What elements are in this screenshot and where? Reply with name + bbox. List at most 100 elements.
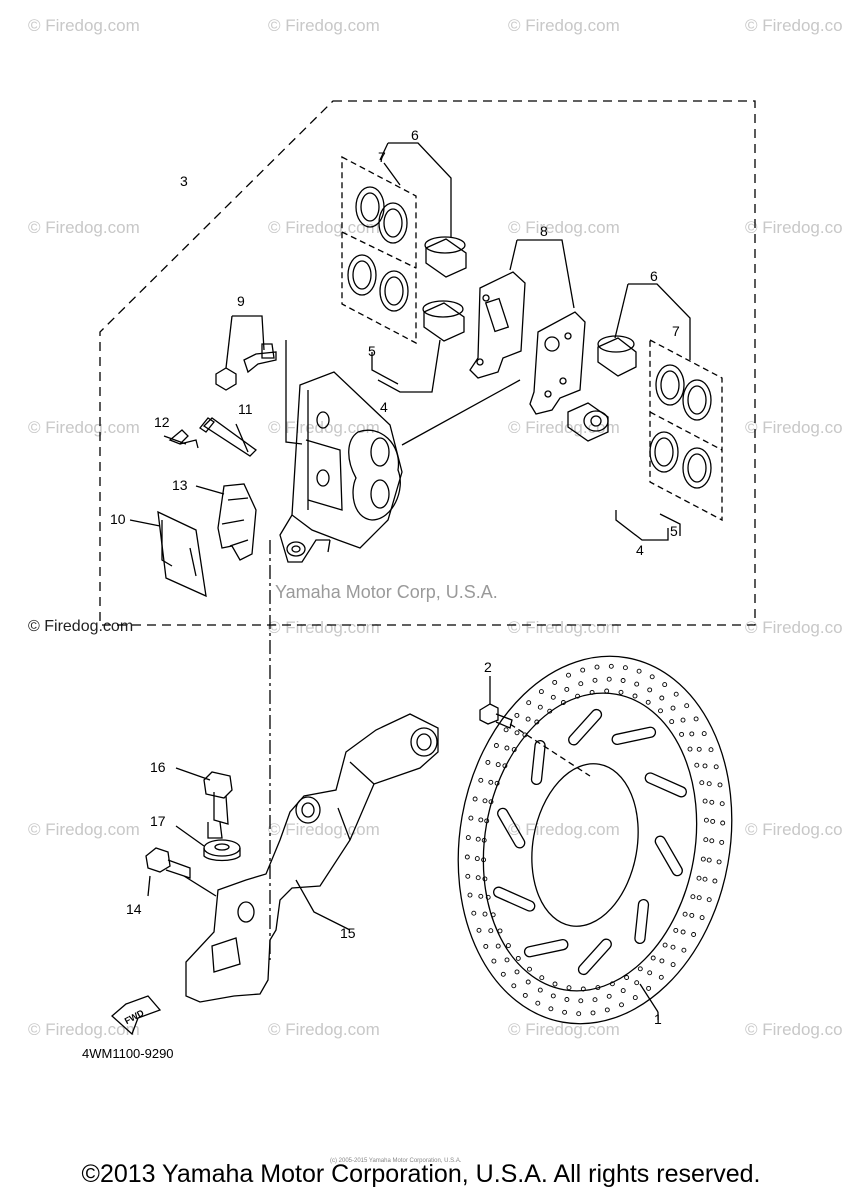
disc-hole: [467, 892, 473, 898]
disc-hole: [552, 981, 558, 987]
disc-hole: [700, 856, 706, 862]
callout-15: 15: [340, 925, 356, 941]
callout-11: 11: [238, 401, 253, 417]
watermark: © Firedog.com: [28, 218, 140, 237]
disc-hole: [490, 912, 496, 918]
disc-hole: [511, 983, 517, 989]
disc-hole: [494, 780, 500, 786]
disc-hole: [646, 985, 652, 991]
disc-hole: [609, 981, 615, 987]
fwd-arrow-icon: [111, 995, 162, 1036]
disc-hole: [474, 856, 480, 862]
disc-slot: [634, 898, 650, 945]
disc-hole: [495, 762, 501, 768]
disc-hole: [716, 859, 722, 865]
disc-hole: [592, 997, 598, 1003]
disc-hole: [535, 1000, 541, 1006]
disc-hole: [514, 712, 520, 718]
disc-hole: [624, 975, 630, 980]
disc-hole: [468, 815, 474, 821]
piston-left: [422, 236, 467, 342]
disc-hole: [475, 836, 481, 842]
disc-hole: [594, 664, 600, 670]
callout-10: 10: [110, 511, 126, 527]
disc-hole: [522, 732, 528, 738]
disc-hole: [632, 995, 638, 1001]
disc-hole: [525, 979, 531, 985]
disc-hole: [681, 947, 687, 953]
disc-hole: [566, 672, 571, 678]
brake-pad-left: [469, 271, 526, 379]
watermark: © Firedog.com: [268, 16, 380, 35]
disc-hole: [620, 988, 626, 994]
disc-hole: [511, 747, 517, 753]
piston-seal-right: [649, 364, 712, 489]
disc-hole: [701, 731, 707, 737]
callout-7a: 7: [378, 149, 386, 165]
disc-hole: [647, 687, 653, 693]
callout-6b: 6: [650, 268, 658, 284]
disc-hole: [475, 875, 481, 881]
disc-hole: [485, 894, 491, 900]
caliper-body: [279, 371, 403, 563]
watermark: © Firedog.com: [745, 820, 842, 839]
disc-hole: [696, 895, 702, 901]
disc-slot: [493, 886, 536, 912]
disc-hole: [464, 854, 470, 860]
disc-slot: [654, 835, 683, 877]
callout-2: 2: [484, 659, 492, 675]
caliper-bracket: [185, 713, 439, 1003]
disc-hole: [595, 985, 601, 991]
disc-hole: [495, 943, 501, 949]
disc-hole: [706, 857, 712, 863]
disc-hole: [620, 678, 626, 683]
callout-13: 13: [172, 477, 188, 493]
disc-hole: [684, 703, 690, 709]
assembly-boundary: [99, 100, 756, 626]
watermark: © Firedog.com: [508, 218, 620, 237]
disc-hole: [526, 700, 532, 706]
disc-hole: [618, 689, 624, 695]
disc-hole: [693, 716, 699, 722]
disc-hole: [580, 667, 586, 673]
watermark: © Firedog.com: [268, 618, 380, 637]
seal-group-box-left: [341, 155, 417, 345]
disc-hole: [702, 798, 708, 804]
disc-hole: [504, 745, 510, 751]
disc-hole: [687, 746, 693, 752]
disc-hole: [538, 689, 544, 695]
disc-hole: [502, 763, 508, 769]
disc-hole: [680, 929, 686, 935]
watermark: © Firedog.com: [745, 218, 842, 237]
brake-pad-right: [529, 311, 586, 415]
disc-hole: [578, 998, 584, 1004]
disc-hole: [703, 837, 709, 843]
disc-hole: [547, 708, 553, 714]
disc-hole: [649, 674, 655, 680]
disc-hole: [504, 957, 510, 963]
disc-hole: [478, 817, 484, 823]
disc-hole: [662, 682, 668, 688]
disc-hole: [691, 932, 697, 937]
disc-hole: [493, 743, 499, 748]
disc-hole: [673, 691, 679, 697]
disc-hole: [606, 993, 612, 999]
callout-9: 9: [237, 293, 245, 309]
disc-hole: [662, 942, 668, 948]
piston-right: [567, 335, 637, 442]
watermark: © Firedog.com: [508, 618, 620, 637]
seal-group-box-right: [649, 338, 723, 522]
disc-hole: [471, 910, 477, 916]
disc-hole: [589, 689, 595, 695]
disc-hole: [562, 1009, 568, 1015]
disc-hole: [503, 727, 509, 733]
disc-hole: [659, 958, 665, 964]
disc-hole: [622, 665, 628, 671]
disc-hole: [717, 782, 723, 788]
disc-hole: [527, 966, 532, 972]
watermark: © Firedog.com: [28, 418, 140, 437]
callout-6a: 6: [411, 127, 419, 143]
disc-hole: [534, 719, 540, 725]
diagram-code: 4WM1100-9290: [82, 1046, 174, 1061]
disc-hole: [696, 746, 702, 752]
